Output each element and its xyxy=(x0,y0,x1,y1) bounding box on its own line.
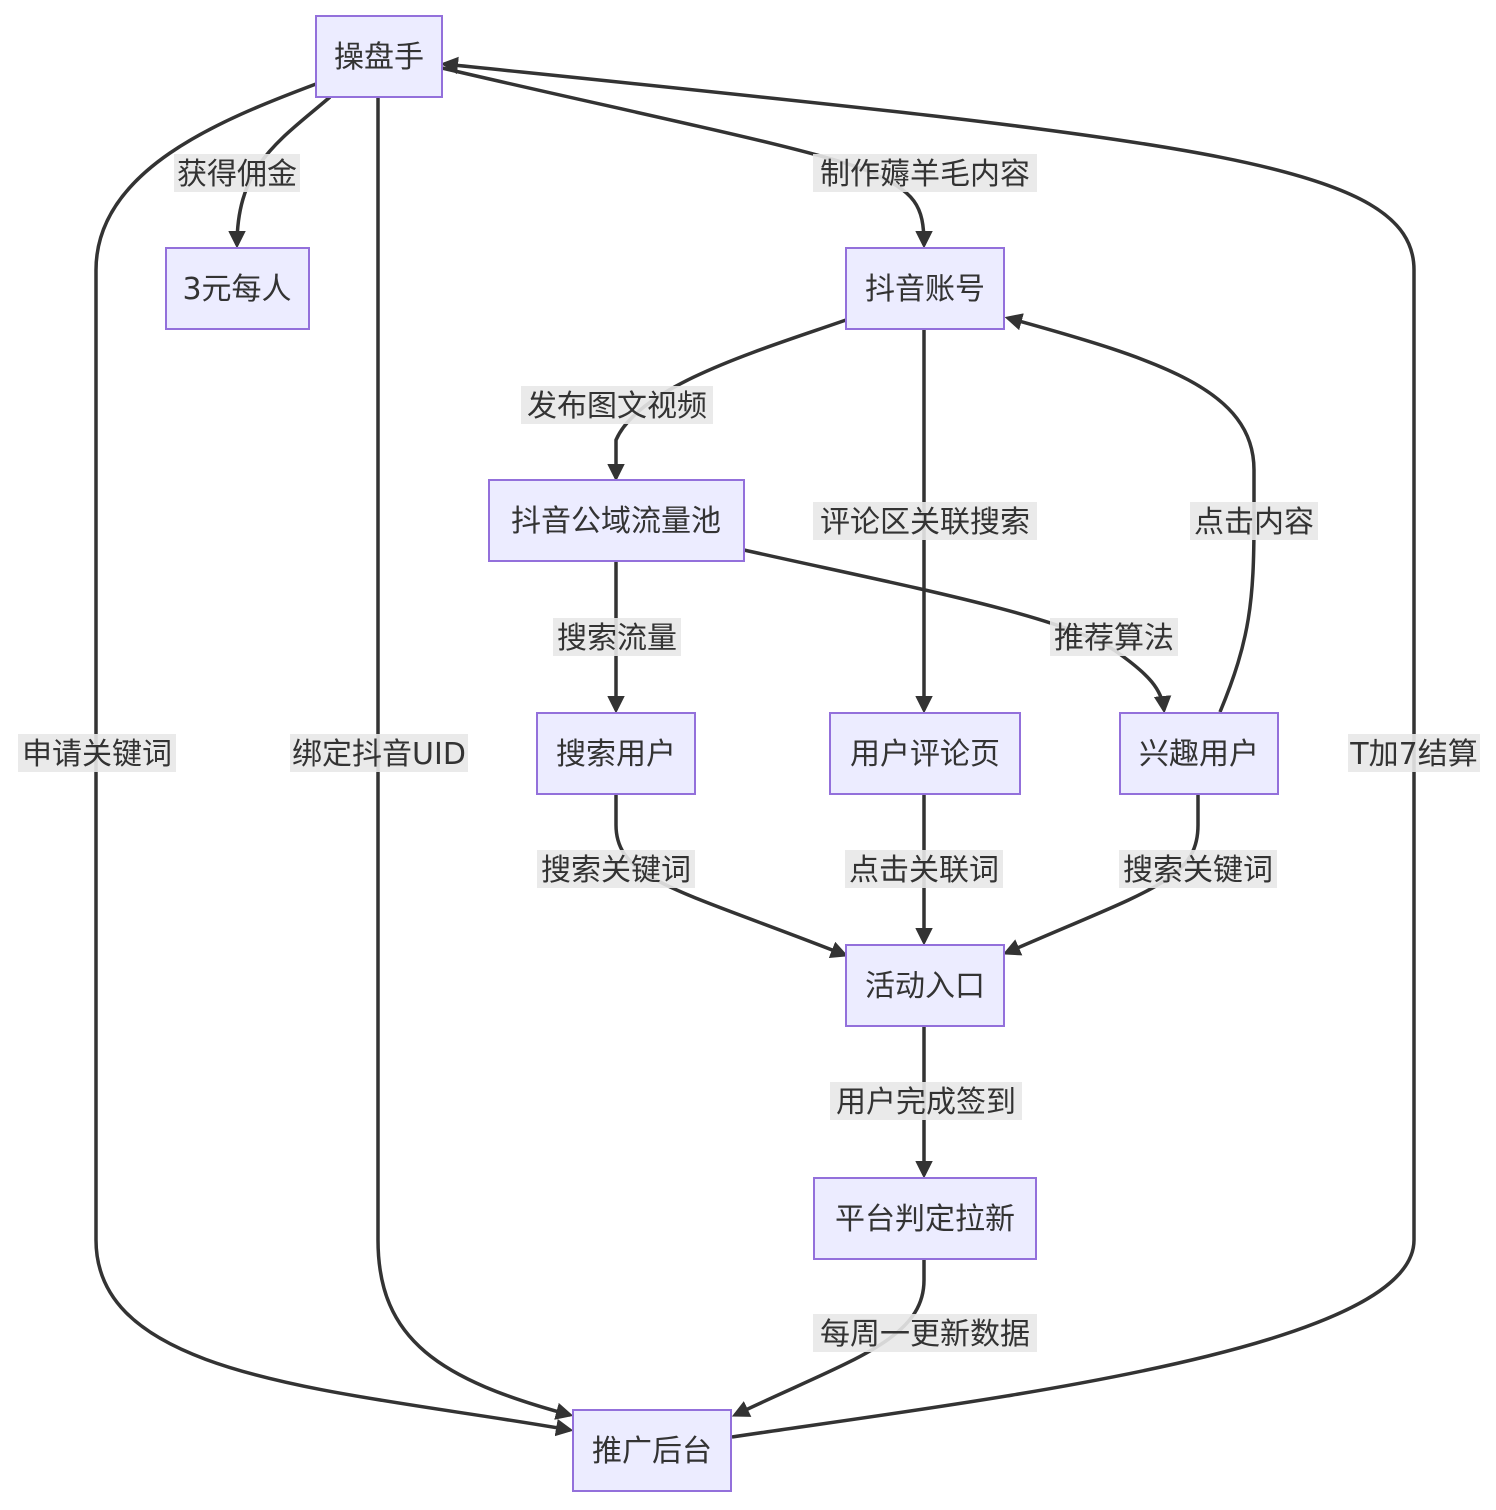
edge-label-publish: 发布图文视频 xyxy=(521,386,713,424)
svg-text:平台判定拉新: 平台判定拉新 xyxy=(835,1202,1015,1237)
svg-text:推广后台: 推广后台 xyxy=(592,1434,712,1469)
edge-douyin-account-to-public-pool xyxy=(607,318,847,482)
svg-text:T加7结算: T加7结算 xyxy=(1349,737,1477,772)
svg-text:抖音账号: 抖音账号 xyxy=(865,272,985,307)
edge-label-checkin: 用户完成签到 xyxy=(830,1082,1022,1120)
edge-label-recommend: 推荐算法 xyxy=(1050,618,1178,656)
svg-text:搜索关键词: 搜索关键词 xyxy=(1123,853,1273,888)
node-interest-users: 兴趣用户 xyxy=(1119,712,1279,795)
svg-text:抖音公域流量池: 抖音公域流量池 xyxy=(511,504,721,539)
svg-text:推荐算法: 推荐算法 xyxy=(1054,621,1174,656)
svg-text:操盘手: 操盘手 xyxy=(334,40,424,75)
edge-interest-users-to-douyin-account xyxy=(1004,313,1256,713)
node-search-users: 搜索用户 xyxy=(536,712,696,795)
svg-text:搜索用户: 搜索用户 xyxy=(556,737,676,772)
node-douyin-account: 抖音账号 xyxy=(845,247,1005,330)
edge-label-search-traffic: 搜索流量 xyxy=(553,618,681,656)
node-comment-page: 用户评论页 xyxy=(829,712,1021,795)
node-activity-entry: 活动入口 xyxy=(845,944,1005,1027)
svg-text:制作薅羊毛内容: 制作薅羊毛内容 xyxy=(820,157,1030,192)
edge-operator-to-promo-backend-bind xyxy=(376,97,574,1420)
svg-text:搜索关键词: 搜索关键词 xyxy=(541,853,691,888)
node-per-person: 3元每人 xyxy=(165,247,310,330)
edge-label-search-keyword-1: 搜索关键词 xyxy=(537,850,695,888)
svg-text:绑定抖音UID: 绑定抖音UID xyxy=(292,737,466,772)
edge-label-comment-search: 评论区关联搜索 xyxy=(813,502,1037,540)
edge-label-apply-keyword: 申请关键词 xyxy=(18,734,176,772)
svg-text:搜索流量: 搜索流量 xyxy=(557,621,677,656)
svg-text:兴趣用户: 兴趣用户 xyxy=(1139,737,1259,772)
edge-promo-backend-to-operator-settle xyxy=(440,56,1416,1439)
node-promo-backend: 推广后台 xyxy=(572,1409,732,1492)
svg-text:点击内容: 点击内容 xyxy=(1194,505,1314,540)
edge-label-search-keyword-2: 搜索关键词 xyxy=(1119,850,1277,888)
edge-operator-to-promo-backend-apply xyxy=(94,82,574,1437)
node-platform-judge: 平台判定拉新 xyxy=(813,1177,1037,1260)
svg-text:评论区关联搜索: 评论区关联搜索 xyxy=(820,505,1030,540)
svg-text:申请关键词: 申请关键词 xyxy=(22,737,172,772)
edge-label-commission: 获得佣金 xyxy=(174,154,300,192)
edge-label-settle: T加7结算 xyxy=(1348,734,1480,772)
edge-label-click-content: 点击内容 xyxy=(1190,502,1318,540)
edge-label-bind-uid: 绑定抖音UID xyxy=(290,734,468,772)
node-operator: 操盘手 xyxy=(315,15,443,98)
svg-text:每周一更新数据: 每周一更新数据 xyxy=(820,1317,1030,1352)
node-public-pool: 抖音公域流量池 xyxy=(488,479,745,562)
svg-text:用户评论页: 用户评论页 xyxy=(850,737,1000,772)
edge-label-make-content: 制作薅羊毛内容 xyxy=(813,154,1037,192)
edge-label-click-related: 点击关联词 xyxy=(845,850,1003,888)
svg-text:点击关联词: 点击关联词 xyxy=(849,853,999,888)
svg-text:活动入口: 活动入口 xyxy=(865,969,985,1004)
svg-text:获得佣金: 获得佣金 xyxy=(177,157,297,192)
svg-text:3元每人: 3元每人 xyxy=(182,272,291,307)
svg-text:用户完成签到: 用户完成签到 xyxy=(836,1085,1016,1120)
svg-text:发布图文视频: 发布图文视频 xyxy=(527,389,707,424)
edge-label-weekly-update: 每周一更新数据 xyxy=(813,1314,1037,1352)
